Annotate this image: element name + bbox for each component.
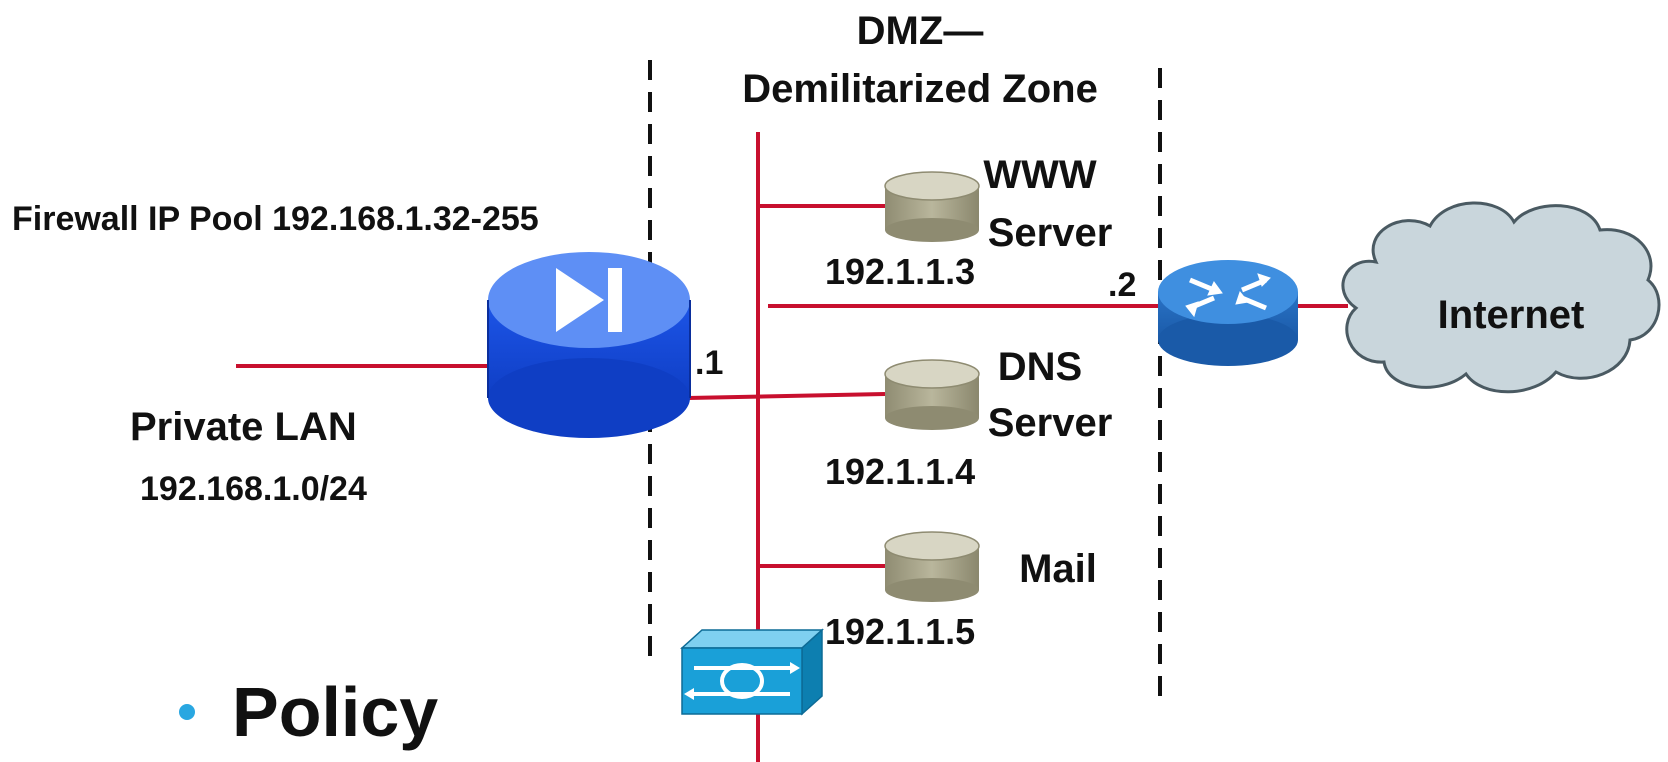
server-mail-ip: 192.1.1.5 <box>825 611 975 652</box>
firewall-pool-label: Firewall IP Pool 192.168.1.32-255 <box>12 200 539 238</box>
server-mail-name: Mail <box>1019 547 1097 591</box>
server-www-icon <box>884 171 980 242</box>
server-dns-icon <box>884 359 980 430</box>
private-lan-subnet: 192.168.1.0/24 <box>140 470 367 508</box>
server-mail-icon <box>884 531 980 602</box>
dmz-title-line2: Demilitarized Zone <box>742 67 1098 111</box>
server-dns-name-line2: Server <box>988 401 1113 445</box>
bullet-dot <box>179 704 195 720</box>
router-icon <box>1158 260 1298 366</box>
internet-cloud-icon <box>1341 201 1661 394</box>
server-www-name-line2: Server <box>988 211 1113 255</box>
server-dns-name-line1: DNS <box>998 345 1082 389</box>
internet-label: Internet <box>1438 293 1585 337</box>
bullet-text: Policy <box>232 673 438 751</box>
switch-icon <box>680 628 824 716</box>
server-dns-ip: 192.1.1.4 <box>825 451 975 492</box>
firewall-dmz-link <box>687 392 886 400</box>
dmz-title-line1: DMZ— <box>857 9 984 53</box>
firewall-interface-label: .1 <box>695 344 723 382</box>
server-www-name-line1: WWW <box>983 153 1097 197</box>
private-lan-name: Private LAN <box>130 405 357 449</box>
firewall-icon <box>487 252 691 438</box>
router-interface-label: .2 <box>1108 266 1136 304</box>
server-www-ip: 192.1.1.3 <box>825 251 975 292</box>
